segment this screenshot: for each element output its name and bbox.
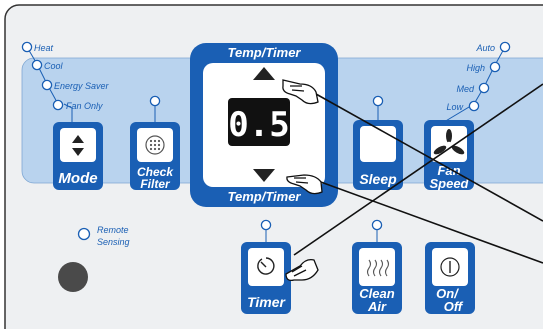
temp-up-arrow-button[interactable] xyxy=(253,67,275,80)
led-timer xyxy=(260,219,272,231)
led-label-auto: Auto xyxy=(475,43,495,53)
timer-button[interactable]: Timer xyxy=(241,219,291,314)
ionizer-icon xyxy=(366,259,390,277)
power-icon xyxy=(440,257,460,277)
check-filter-label-line1: Check xyxy=(137,165,174,179)
mode-button[interactable]: Mode xyxy=(53,122,103,190)
remote-sensor-eye xyxy=(58,262,88,292)
up-down-arrows-icon xyxy=(72,135,84,156)
fan-speed-label-line1: Fan xyxy=(437,163,460,178)
led-label-heat: Heat xyxy=(34,43,54,53)
led-label-low: Low xyxy=(446,102,463,112)
check-filter-button[interactable]: Check Filter xyxy=(130,95,180,191)
fan-icon xyxy=(433,129,465,155)
remote-sensing-label-line1: Remote xyxy=(97,225,129,235)
led-label-fan-only: Fan Only xyxy=(66,101,103,111)
led-check-filter xyxy=(149,95,161,107)
filter-icon xyxy=(145,135,165,155)
led-remote-sensing xyxy=(77,227,91,241)
clean-air-label-line1: Clean xyxy=(359,286,394,301)
temp-timer-top-label: Temp/Timer xyxy=(228,45,302,60)
on-off-label-line2: Off xyxy=(444,299,464,314)
temp-display-value: 0.5 xyxy=(228,105,289,145)
led-clean-air xyxy=(371,219,383,231)
clean-air-button[interactable]: Clean Air xyxy=(352,219,402,314)
temp-display xyxy=(228,98,290,146)
left-led-strip: Heat Cool Energy Saver Fan Only xyxy=(21,41,110,122)
fan-speed-label-line2: Speed xyxy=(429,176,469,191)
led-heat xyxy=(21,41,33,53)
mode-label: Mode xyxy=(58,170,97,187)
fan-speed-button[interactable]: Fan Speed xyxy=(424,120,474,191)
led-sleep xyxy=(372,95,384,107)
right-led-strip: Auto High Med Low xyxy=(443,41,511,123)
clean-air-label-line2: Air xyxy=(367,299,387,314)
remote-sensing-label-line2: Sensing xyxy=(97,237,130,247)
callout-lines xyxy=(293,83,543,264)
on-off-label-line1: On/ xyxy=(436,286,459,301)
led-label-energy-saver: Energy Saver xyxy=(54,81,110,91)
pointing-hand-icon xyxy=(285,258,319,282)
led-auto xyxy=(499,41,511,53)
led-label-cool: Cool xyxy=(44,61,64,71)
led-cool xyxy=(31,59,43,71)
remote-sensing: Remote Sensing xyxy=(58,225,130,292)
led-label-med: Med xyxy=(456,84,475,94)
pointing-hand-icon xyxy=(282,79,319,105)
led-high xyxy=(489,61,501,73)
pointing-hand-icon xyxy=(286,174,323,195)
led-fan-only xyxy=(52,99,64,111)
sleep-label: Sleep xyxy=(359,171,397,187)
led-label-high: High xyxy=(466,63,485,73)
led-low xyxy=(468,100,480,112)
timer-label: Timer xyxy=(247,294,286,310)
temp-down-arrow-button[interactable] xyxy=(253,169,275,182)
led-med xyxy=(478,82,490,94)
check-filter-label-line2: Filter xyxy=(140,177,171,191)
temp-timer-bottom-label: Temp/Timer xyxy=(228,189,302,204)
timer-icon xyxy=(257,257,275,275)
on-off-button[interactable]: On/ Off xyxy=(425,242,475,314)
led-energy-saver xyxy=(41,79,53,91)
sleep-button[interactable]: Sleep xyxy=(353,95,403,190)
